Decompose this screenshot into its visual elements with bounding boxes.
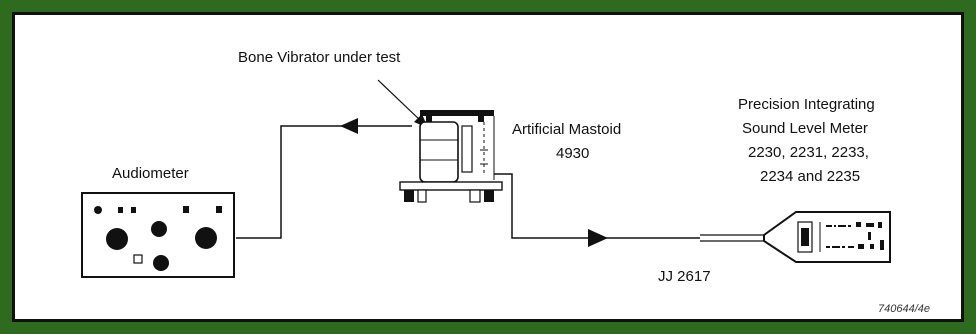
signal-arrow-icon	[588, 229, 608, 247]
sound-level-meter	[763, 211, 891, 263]
artificial-mastoid-device	[399, 110, 503, 203]
label-audiometer: Audiometer	[112, 165, 189, 182]
bone-vibrator	[419, 121, 459, 183]
label-figure-ref: 740644/4e	[878, 303, 930, 315]
audiometer-knob-icon	[153, 255, 169, 271]
signal-arrow-icon	[340, 118, 358, 134]
audiometer-indicator-icon	[94, 206, 102, 214]
pointer-arrow	[377, 79, 428, 128]
label-bone-vibrator: Bone Vibrator under test	[238, 49, 401, 66]
audiometer-knob-icon	[106, 228, 128, 250]
audiometer-knob-icon	[151, 221, 167, 237]
label-artificial-mastoid: Artificial Mastoid	[512, 121, 621, 138]
mastoid-cable	[494, 173, 764, 247]
label-slm-line1: Precision Integrating	[738, 96, 875, 113]
audiometer-cable	[236, 118, 412, 239]
label-cable: JJ 2617	[658, 268, 711, 285]
label-slm-line3: 2230, 2231, 2233,	[748, 144, 869, 161]
label-mastoid-model: 4930	[556, 145, 589, 162]
audiometer-device	[81, 192, 235, 278]
label-slm-line4: 2234 and 2235	[760, 168, 860, 185]
label-slm-line2: Sound Level Meter	[742, 120, 868, 137]
audiometer-knob-icon	[195, 227, 217, 249]
